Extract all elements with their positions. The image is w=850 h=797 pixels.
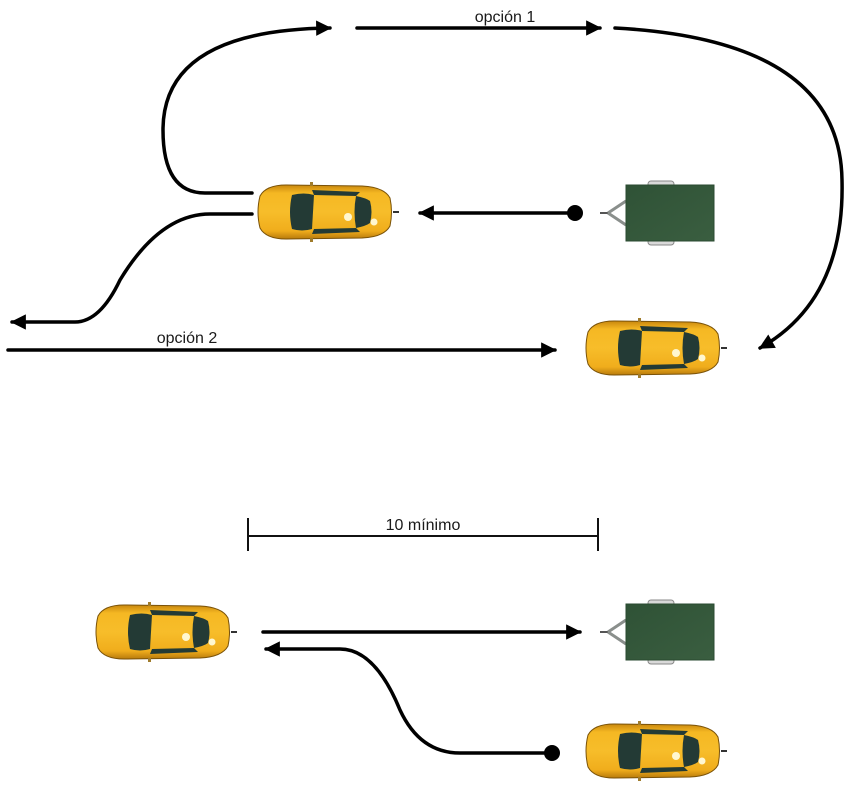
car-start: [257, 181, 400, 243]
top-scene: opción 1 opción 2: [6, 9, 844, 379]
option-2-exit: [10, 212, 254, 330]
car-end: [585, 317, 728, 379]
trailer-top: [598, 179, 716, 247]
reverse-curve-bottom: [264, 641, 546, 755]
label-option-2: opción 2: [157, 330, 218, 347]
car-bottom-right: [585, 720, 728, 782]
label-distance: 10 mínimo: [386, 517, 461, 534]
car-waiting: [95, 601, 238, 663]
option-1-loop-right: [613, 26, 844, 350]
label-option-1: opción 1: [475, 9, 536, 26]
trailer-bottom: [598, 598, 716, 666]
start-point-dot-bottom: [544, 745, 560, 761]
start-point-dot: [567, 205, 583, 221]
option-1-loop-left: [161, 20, 332, 195]
bottom-scene: 10 mínimo: [95, 517, 728, 782]
